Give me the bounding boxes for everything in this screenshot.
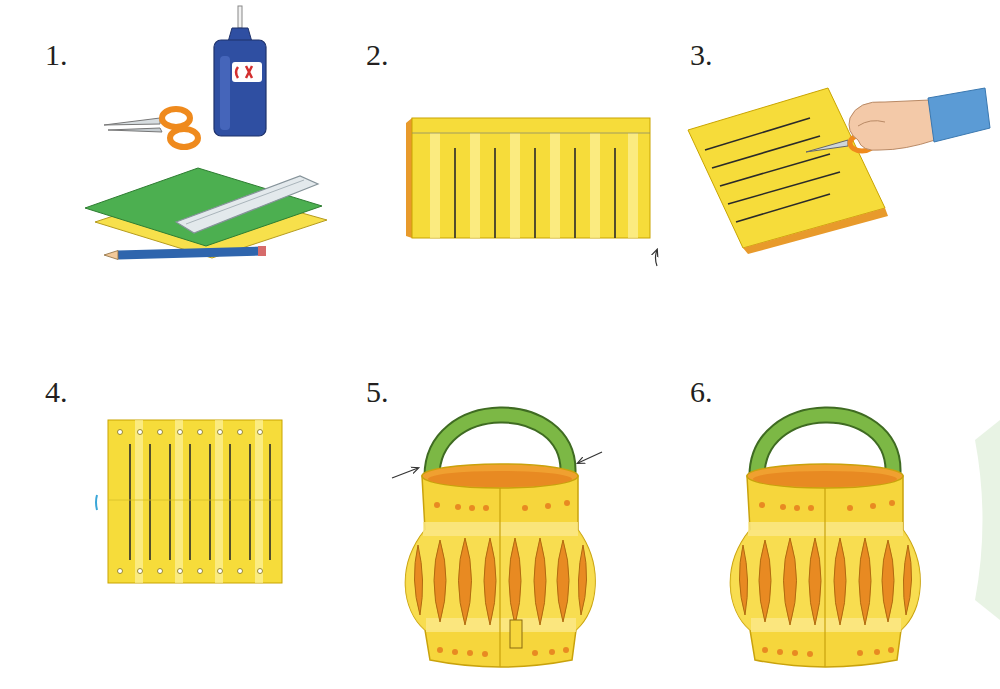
step-number: 6. — [690, 377, 713, 407]
step-number: 2. — [366, 40, 389, 70]
finished-lantern — [730, 415, 1000, 667]
step-number: 3. — [690, 40, 713, 70]
cutting-hand — [688, 88, 990, 254]
step-number: 5. — [366, 377, 389, 407]
materials — [85, 6, 327, 260]
cut-sheet — [96, 420, 282, 583]
lantern-glueing — [392, 415, 602, 667]
folded-sheet — [406, 118, 657, 266]
step-number: 1. — [45, 40, 68, 70]
step-number: 4. — [45, 377, 68, 407]
